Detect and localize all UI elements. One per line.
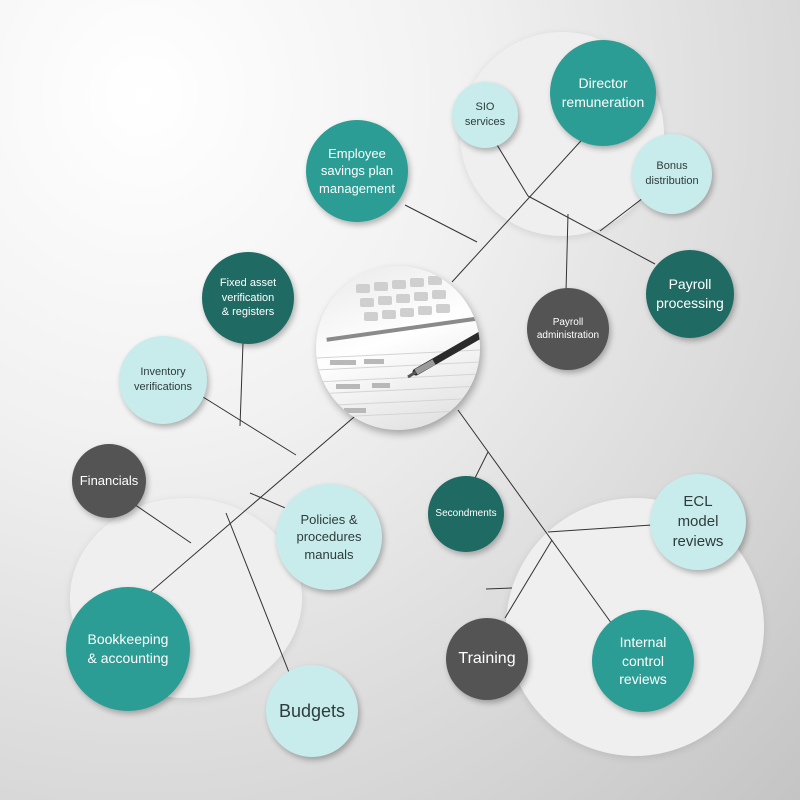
connector-line (194, 391, 297, 456)
connector-line (565, 213, 569, 293)
node-budgets-label: Budgets (278, 700, 346, 721)
node-secondments: Secondments (428, 476, 504, 552)
connector-line (504, 539, 553, 619)
center-photo (316, 266, 480, 430)
node-bookkeeping-accounting-label: Bookkeeping & accounting (87, 631, 169, 666)
node-payroll-administration: Payroll administration (527, 288, 609, 370)
node-payroll-processing-label: Payroll processing (656, 276, 724, 311)
node-sio-services: SIO services (452, 82, 518, 148)
node-payroll-administration-label: Payroll administration (536, 316, 600, 342)
node-employee-savings: Employee savings plan management (306, 120, 408, 222)
node-ecl-model-reviews: ECL model reviews (650, 474, 746, 570)
node-training: Training (446, 618, 528, 700)
node-ecl-model-reviews-label: ECL model reviews (672, 492, 724, 551)
node-internal-control-reviews-label: Internal control reviews (619, 633, 667, 688)
connector-line (249, 492, 291, 511)
node-financials-label: Financials (79, 473, 139, 489)
node-inventory-verifications: Inventory verifications (119, 336, 207, 424)
node-budgets: Budgets (266, 665, 358, 757)
node-internal-control-reviews: Internal control reviews (592, 610, 694, 712)
node-sio-services-label: SIO services (464, 101, 506, 128)
connector-line (527, 195, 656, 265)
connector-line (457, 409, 613, 625)
node-secondments-label: Secondments (435, 508, 497, 520)
node-fixed-asset: Fixed asset verification & registers (202, 252, 294, 344)
node-director-remuneration-label: Director remuneration (561, 75, 645, 110)
node-bonus-distribution: Bonus distribution (632, 134, 712, 214)
node-director-remuneration: Director remuneration (550, 40, 656, 146)
node-fixed-asset-label: Fixed asset verification & registers (219, 276, 277, 319)
connector-line (225, 512, 293, 681)
connector-line (239, 342, 244, 427)
connector-line (117, 404, 369, 621)
connector-line (547, 524, 653, 533)
node-payroll-processing: Payroll processing (646, 250, 734, 338)
connector-line (451, 119, 601, 283)
node-bonus-distribution-label: Bonus distribution (645, 160, 699, 187)
node-policies-procedures-label: Policies & procedures manuals (296, 511, 362, 562)
node-inventory-verifications-label: Inventory verifications (133, 366, 193, 393)
connector-line (404, 204, 478, 243)
node-employee-savings-label: Employee savings plan management (319, 145, 395, 196)
node-training-label: Training (458, 650, 516, 668)
node-policies-procedures: Policies & procedures manuals (276, 484, 382, 590)
node-financials: Financials (72, 444, 146, 518)
node-bookkeeping-accounting: Bookkeeping & accounting (66, 587, 190, 711)
connector-line (127, 499, 192, 544)
connector-line (485, 587, 513, 590)
calculator-pen-icon (316, 276, 480, 419)
